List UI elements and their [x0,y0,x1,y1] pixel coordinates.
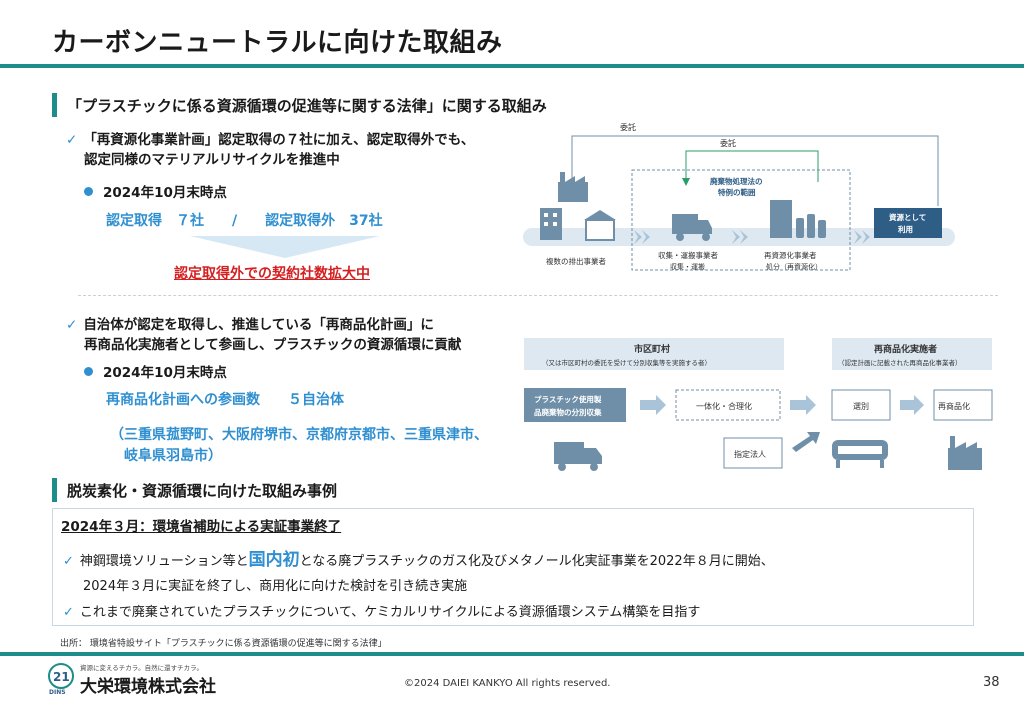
item1-text: ✓「再資源化事業計画」認定取得の７社に加え、認定取得外でも、 認定同様のマテリア… [66,132,475,168]
copyright: ©2024 DAIEI KANKYO All rights reserved. [404,678,611,689]
factory-icon [558,172,588,202]
section-heading-cases: 脱炭素化・資源循環に向けた取組み事例 [52,478,337,502]
source-note: 出所： 環境省特設サイト「プラスチックに係る資源循環の促進等に関する法律」 [60,639,387,649]
check-icon: ✓ [66,317,78,333]
sorting-box [524,388,626,422]
section-heading-text: 脱炭素化・資源循環に向けた取組み事例 [67,481,338,500]
item2-text: ✓自治体が認定を取得し、推進している「再商品化計画」に 再商品化実施者として参画… [66,317,462,353]
inner-arrow-head [682,178,690,186]
shop-icon [584,210,616,241]
recommercialize-label: 再商品化 [938,401,970,411]
recommercialize-box [933,389,993,421]
designated-arrow [792,432,820,452]
item2-list-line2: 岐阜県羽島市） [124,448,222,464]
logo-mark-number: 21 [53,670,70,684]
special-range-label1: 廃棄物処理法の [710,176,763,186]
item2-list-line1: （三重県菰野町、大阪府堺市、京都府京都市、三重県津市、 [110,427,488,443]
flow-chevrons [634,230,870,244]
check-icon: ✓ [63,605,74,620]
case-line3: ✓これまで廃棄されていたプラスチックについて、ケミカルリサイクルによる資源循環シ… [63,605,701,620]
bullet-icon [84,186,93,196]
special-range-box [631,169,851,271]
item2-stat: 再商品化計画への参画数 ５自治体 [106,392,344,408]
implementer-sub: （認定計画に記載された再商品化事業者） [838,358,962,367]
heading-marker [52,93,57,117]
inner-commission-line [685,150,819,182]
selection-label: 選別 [853,401,869,411]
recycler-label1: 再資源化事業者 [764,250,817,260]
title-divider [0,64,1024,68]
down-arrow-shape [190,236,380,258]
recycler-building-icon [770,200,826,238]
heading-marker [52,478,57,502]
designated-label: 指定法人 [734,449,766,459]
implementer-header [832,338,992,370]
municipality-header [524,338,784,370]
flow-arrows [640,395,924,415]
case-line1: ✓神鋼環境ソリューション等と国内初となる廃プラスチックのガス化及びメタノール化実… [63,550,774,570]
integration-box [675,389,781,421]
section-separator [78,295,998,296]
check-icon: ✓ [63,554,74,569]
special-range-label2: 特例の範囲 [718,187,756,197]
commission-inner-label: 委託 [720,138,736,148]
case-box: 2024年３月：環境省補助による実証事業終了 ✓神鋼環境ソリューション等と国内初… [52,508,974,626]
factory-icon [948,436,982,470]
selection-box [831,389,891,421]
bullet-icon [84,366,93,376]
designated-box [723,437,783,469]
commission-top-label: 委託 [620,122,636,132]
domestic-first-highlight: 国内初 [248,550,300,570]
section-heading-text: 「プラスチックに係る資源循環の促進等に関する法律」に関する取組み [67,96,547,115]
logo-mark-sub: DINS [49,689,66,696]
collector-label1: 収集・運搬事業者 [658,250,718,260]
commission-line [571,135,939,206]
collector-label2: 収集・運搬 [670,262,705,271]
item1-date: 2024年10月末時点 [84,181,227,201]
recycling-flow-diagram: 委託 委託 廃棄物処理法の 特例の範囲 複数の排出事業者 収集 [523,122,955,271]
integration-label: 一体化・合理化 [696,401,752,411]
sorting-label1: プラスチック使用製 [534,394,602,404]
check-icon: ✓ [66,132,78,148]
resource-use-label2: 利用 [897,224,913,234]
case-line2: 2024年３月に実証を終了し、商用化に向けた検討を引き続き実施 [83,579,468,594]
company-name: 大栄環境株式会社 [80,677,216,697]
truck-icon [554,442,602,471]
sorting-label2: 品廃棄物の分別収集 [534,407,602,417]
footer-divider [0,652,1024,656]
case-title: 2024年３月：環境省補助による実証事業終了 [61,519,342,535]
logo-slogan: 資源に変えるチカラ。自然に還すチカラ。 [80,664,204,672]
emitters-label: 複数の排出事業者 [546,256,606,266]
section-heading-law: 「プラスチックに係る資源循環の促進等に関する法律」に関する取組み [52,93,547,117]
resource-use-box [874,208,942,238]
municipality-label: 市区町村 [634,343,670,355]
implementer-label: 再商品化実施者 [874,343,937,355]
resource-use-label1: 資源として [889,212,926,222]
building-icon [540,208,562,240]
company-logo-mark: 21 DINS [48,663,74,696]
page-number: 38 [983,675,1000,690]
item1-emphasis: 認定取得外での契約社数拡大中 [174,266,370,282]
recommercialization-diagram: 市区町村 （又は市区町村の委託を受けて分別収集等を実施する者） 再商品化実施者 … [524,338,993,471]
item2-date: 2024年10月末時点 [84,361,227,381]
page-title: カーボンニュートラルに向けた取組み [52,28,503,58]
truck-icon [672,214,712,241]
municipality-sub: （又は市区町村の委託を受けて分別収集等を実施する者） [542,358,711,367]
recycler-label2: 処分（再資源化） [766,262,822,271]
item1-stat: 認定取得 ７社 / 認定取得外 37社 [106,213,383,229]
